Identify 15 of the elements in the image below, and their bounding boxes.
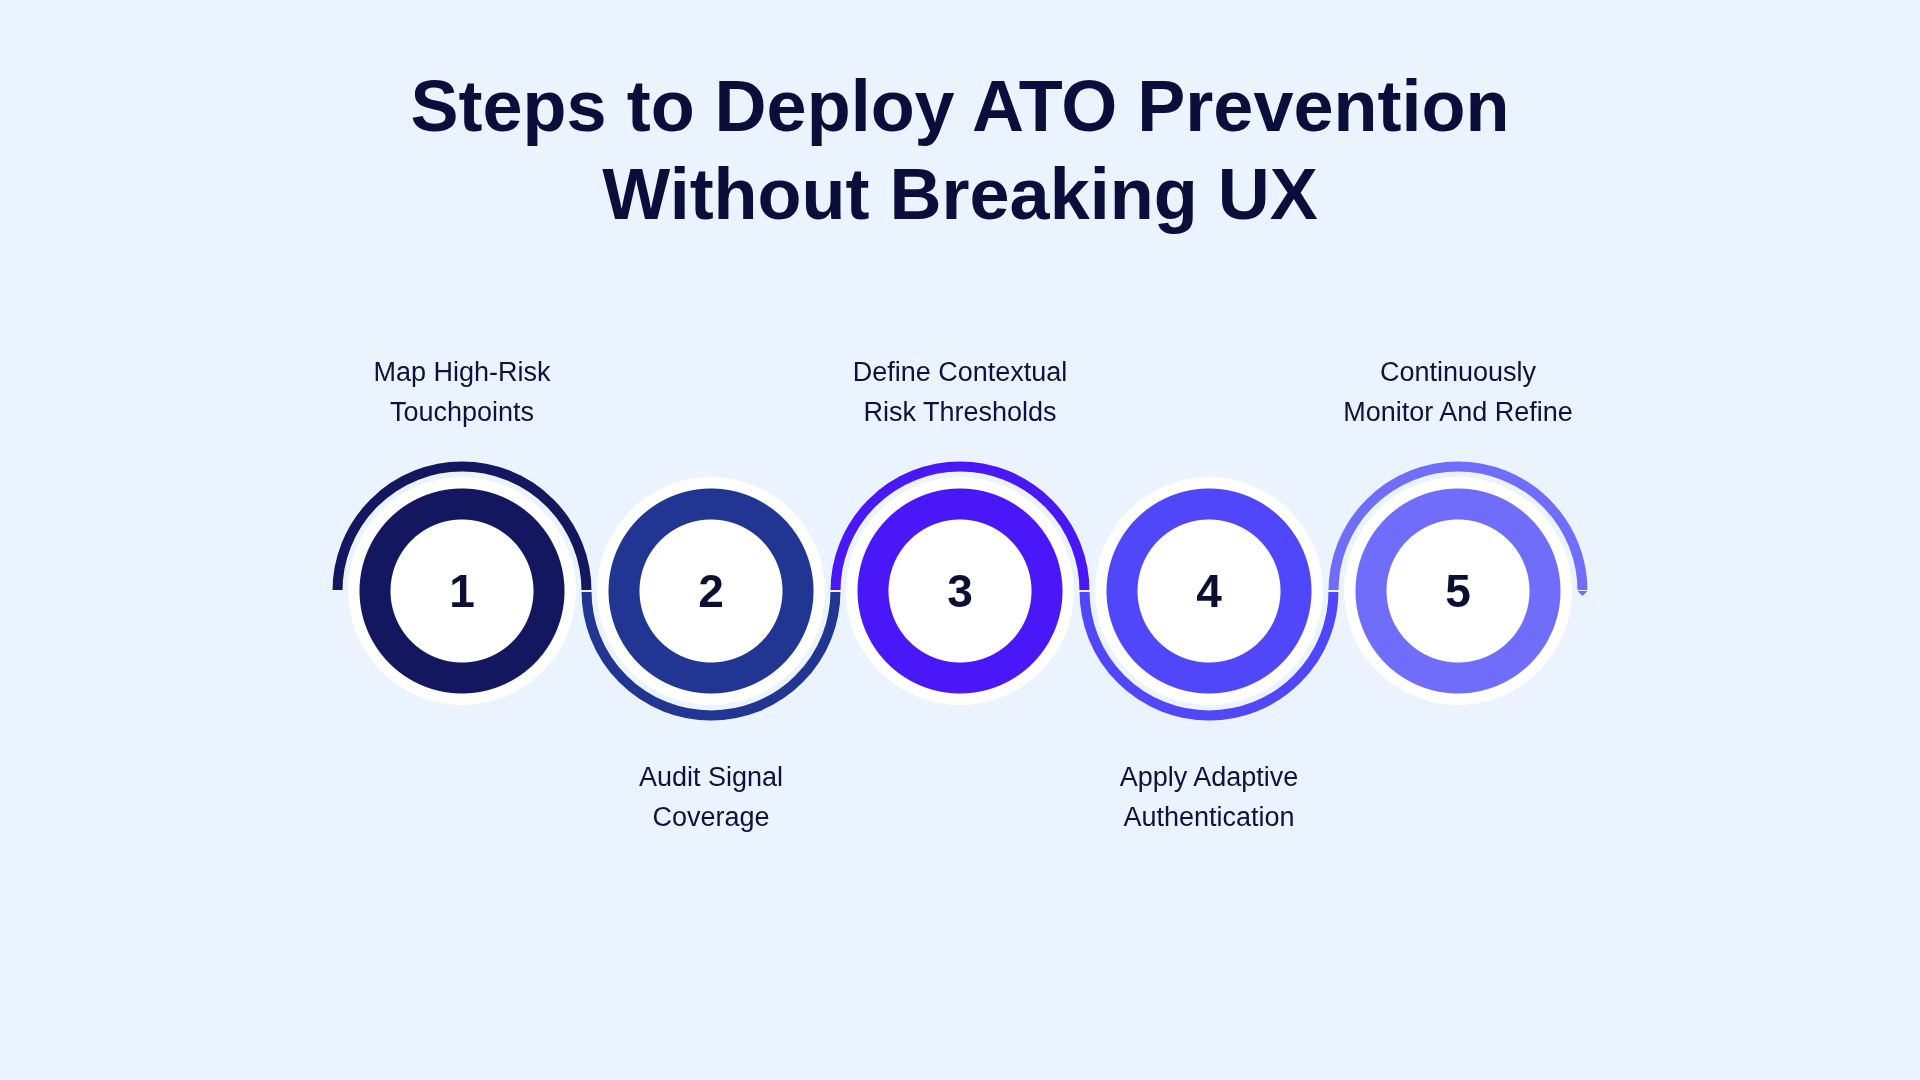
step-number: 4 <box>1196 568 1222 614</box>
ribbon-connector <box>1208 461 1588 721</box>
step-number: 5 <box>1445 568 1471 614</box>
ribbon-connector <box>332 461 712 721</box>
step-number: 3 <box>947 568 973 614</box>
step-number: 2 <box>698 568 724 614</box>
ribbon-connector <box>959 461 1210 721</box>
step-label: Apply Adaptive Authentication <box>1118 761 1300 834</box>
step-label: Audit Signal Coverage <box>637 761 785 834</box>
step-number: 1 <box>449 568 475 614</box>
ribbon-connector <box>710 461 961 721</box>
step-label: Define Contextual Risk Thresholds <box>851 356 1069 429</box>
title-heading: Steps to Deploy ATO Prevention Without Breaking UX <box>409 65 1511 236</box>
step-label: Continuously Monitor And Refine <box>1342 356 1574 429</box>
step-label: Map High-Risk Touchpoints <box>372 356 552 429</box>
